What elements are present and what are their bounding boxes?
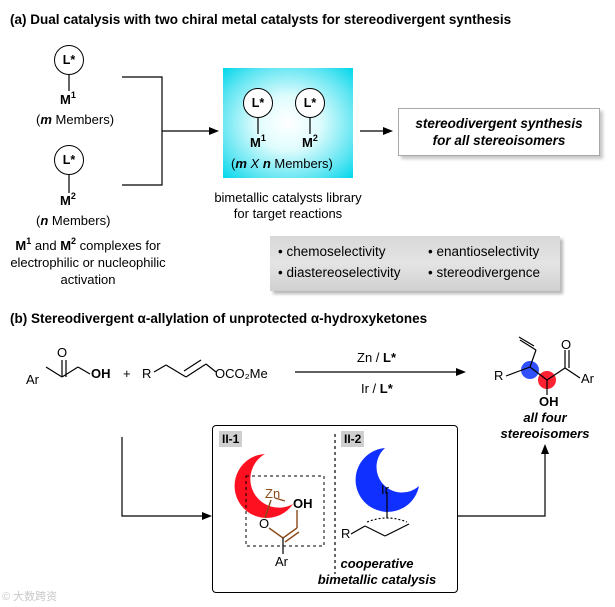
ar-label: Ar xyxy=(275,554,288,569)
mechanism-drawing xyxy=(234,434,419,574)
ir-label: Ir xyxy=(381,482,389,497)
library-count: (m X n Members) xyxy=(231,156,333,171)
zn-label: Zn xyxy=(265,486,281,501)
oh-label: OH xyxy=(293,496,313,511)
mechanism-caption: cooperative bimetallic catalysis xyxy=(317,556,437,587)
heading-b: (b) Stereodivergent α-allylation of unpr… xyxy=(10,311,428,326)
heading-a: (a) Dual catalysis with two chiral metal… xyxy=(10,12,512,27)
library-ligand-2: L* xyxy=(295,88,325,118)
condition-ir: Ir / L* xyxy=(361,381,393,396)
watermark: © 大数跨资 xyxy=(2,591,58,603)
product-ar: Ar xyxy=(581,371,594,386)
mechanism-box: II-1 II-2 Zn OH O Ar Ir R xyxy=(212,425,458,593)
selectivity-item: • chemoselectivity xyxy=(278,244,386,259)
selectivity-item: • enantioselectivity xyxy=(428,244,540,259)
result-box: stereodivergent synthesis for all stereo… xyxy=(398,108,600,156)
tag-ii-1: II-1 xyxy=(219,431,243,447)
reactant2-r: R xyxy=(142,366,152,381)
selectivity-box: • chemoselectivity • enantioselectivity … xyxy=(270,236,560,291)
product-caption: all four stereoisomers xyxy=(500,410,590,441)
o-label: O xyxy=(259,516,270,531)
m-members-label: (m Members) xyxy=(36,112,115,127)
library-caption: bimetallic catalysts library for target … xyxy=(214,190,362,221)
reactant1-carbonyl-o: O xyxy=(57,345,68,360)
reactant1-oh: OH xyxy=(91,366,111,381)
library-metal-1: M1 xyxy=(250,132,266,150)
ligand-circle-2: L* xyxy=(54,145,84,175)
reactant1-ar: Ar xyxy=(26,372,39,387)
bimetallic-library-box: L* L* M1 M2 (m X n Members) xyxy=(223,68,353,178)
metal-2-label: M2 xyxy=(60,190,76,208)
library-metal-2: M2 xyxy=(302,132,318,150)
n-members-label: (n Members) xyxy=(36,213,111,228)
library-ligand-1: L* xyxy=(243,88,273,118)
library-stems xyxy=(257,118,311,134)
allyl-r-label: R xyxy=(341,526,351,541)
ligand-circle-1: L* xyxy=(54,45,84,75)
reactant2-group: OCO₂Me xyxy=(215,366,268,381)
complexes-caption: M1 and M2 complexes for electrophilic or… xyxy=(10,235,166,287)
metal-1-label: M1 xyxy=(60,89,76,107)
tag-ii-2: II-2 xyxy=(341,431,365,447)
plus-sign: + xyxy=(123,366,131,381)
condition-zn: Zn / L* xyxy=(357,350,397,365)
selectivity-item: • stereodivergence xyxy=(428,265,541,280)
selectivity-item: • diastereoselectivity xyxy=(278,265,401,280)
product-o: O xyxy=(561,337,572,352)
product-oh: OH xyxy=(539,394,559,409)
product-r: R xyxy=(494,368,504,383)
